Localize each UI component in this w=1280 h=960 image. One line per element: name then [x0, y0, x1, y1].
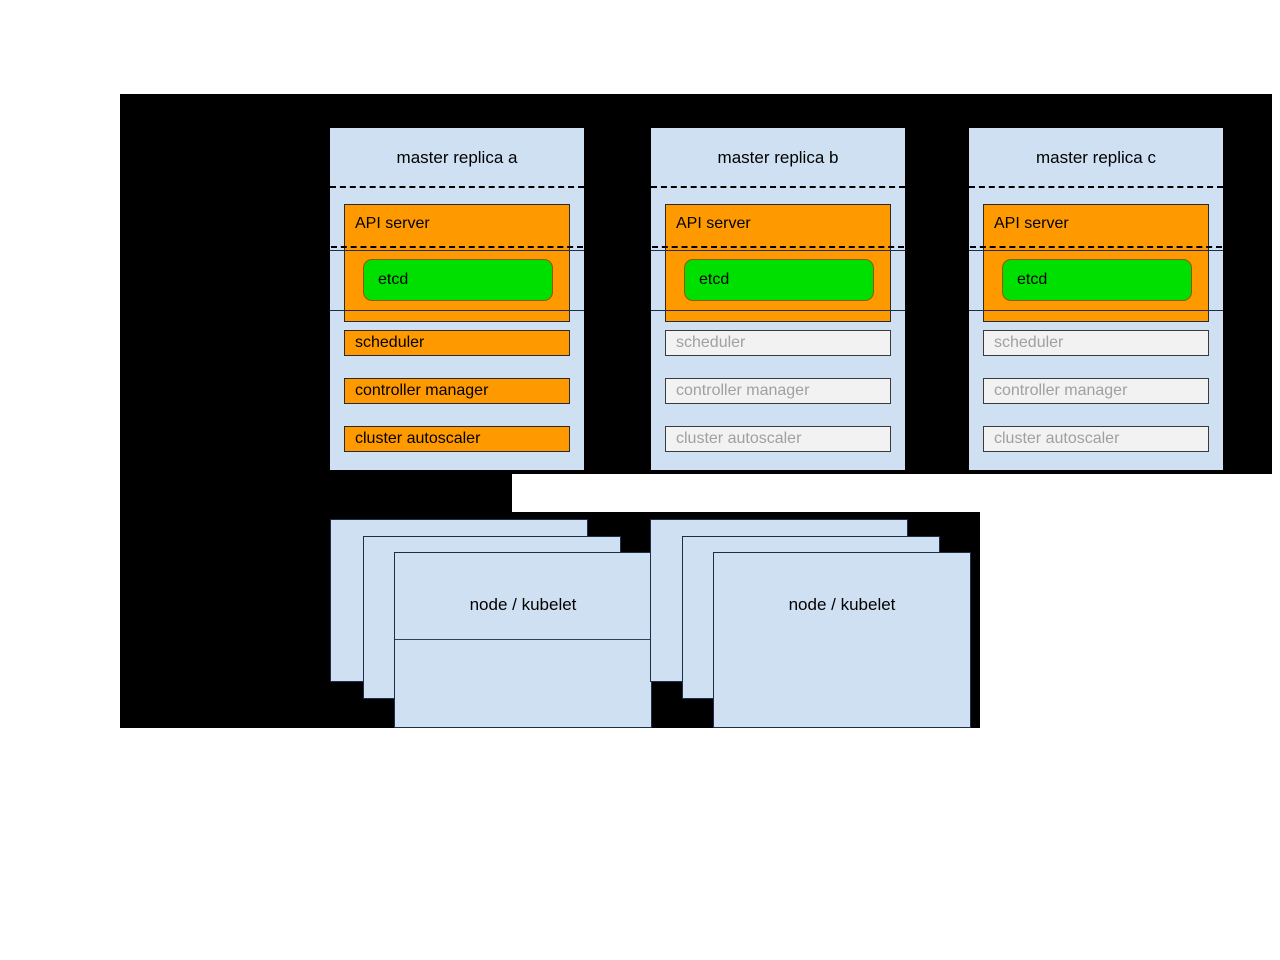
replica-c-controller-manager-label: controller manager	[994, 382, 1128, 399]
node-stack-1-label: node / kubelet	[469, 595, 577, 614]
replica-b-scheduler-label: scheduler	[676, 334, 746, 351]
replica-b-controller-manager-label: controller manager	[676, 382, 810, 399]
replica-a-scheduler-label: scheduler	[355, 334, 425, 351]
replica-b-top-dash	[651, 186, 905, 188]
master-replica-c: master replica c API server etcd schedul…	[969, 128, 1223, 470]
replica-a-cluster-autoscaler[interactable]: cluster autoscaler	[344, 426, 570, 452]
replica-b-api-dash	[652, 246, 904, 248]
replica-b-etcd-label: etcd	[699, 271, 730, 288]
replica-b-apiserver-label: API server	[676, 215, 751, 232]
replica-a-etcd-label: etcd	[378, 271, 409, 288]
replica-c-top-dash	[969, 186, 1223, 188]
replica-c-scheduler[interactable]: scheduler	[983, 330, 1209, 356]
replica-b-scheduler[interactable]: scheduler	[665, 330, 891, 356]
node-stack-1-front[interactable]: node / kubelet	[394, 552, 652, 728]
replica-a-title: master replica a	[396, 148, 518, 167]
replica-a-line-lower	[330, 310, 584, 311]
replica-a-line-upper	[330, 250, 584, 251]
replica-c-line-upper	[969, 250, 1223, 251]
replica-b-cluster-autoscaler-label: cluster autoscaler	[676, 430, 802, 447]
node-stack-1-divider	[395, 639, 651, 640]
replica-a-api-dash	[331, 246, 583, 248]
replica-a-apiserver-label: API server	[355, 215, 430, 232]
replica-a-cluster-autoscaler-label: cluster autoscaler	[355, 430, 481, 447]
replica-c-line-lower	[969, 310, 1223, 311]
replica-c-api-dash	[970, 246, 1222, 248]
replica-b-line-lower	[651, 310, 905, 311]
replica-c-title: master replica c	[1036, 148, 1156, 167]
replica-c-cluster-autoscaler[interactable]: cluster autoscaler	[983, 426, 1209, 452]
replica-a-etcd[interactable]: etcd	[363, 259, 553, 301]
replica-b-controller-manager[interactable]: controller manager	[665, 378, 891, 404]
replica-c-apiserver-label: API server	[994, 215, 1069, 232]
replica-b-cluster-autoscaler[interactable]: cluster autoscaler	[665, 426, 891, 452]
replica-a-apiserver-block: API server etcd	[331, 204, 583, 322]
replica-b-line-upper	[651, 250, 905, 251]
master-replica-a: master replica a API server etcd schedul…	[330, 128, 584, 470]
node-stack-2-label: node / kubelet	[788, 595, 896, 614]
replica-c-apiserver-block: API server etcd	[970, 204, 1222, 322]
master-replica-b: master replica b API server etcd schedul…	[651, 128, 905, 470]
replica-a-controller-manager[interactable]: controller manager	[344, 378, 570, 404]
replica-b-apiserver-block: API server etcd	[652, 204, 904, 322]
replica-c-etcd[interactable]: etcd	[1002, 259, 1192, 301]
replica-c-etcd-label: etcd	[1017, 271, 1048, 288]
replica-a-top-dash	[330, 186, 584, 188]
replica-c-cluster-autoscaler-label: cluster autoscaler	[994, 430, 1120, 447]
replica-c-scheduler-label: scheduler	[994, 334, 1064, 351]
replica-b-etcd[interactable]: etcd	[684, 259, 874, 301]
replica-c-controller-manager[interactable]: controller manager	[983, 378, 1209, 404]
node-stack-2-front[interactable]: node / kubelet	[713, 552, 971, 728]
replica-a-controller-manager-label: controller manager	[355, 382, 489, 399]
replica-a-scheduler[interactable]: scheduler	[344, 330, 570, 356]
replica-b-title: master replica b	[717, 148, 839, 167]
